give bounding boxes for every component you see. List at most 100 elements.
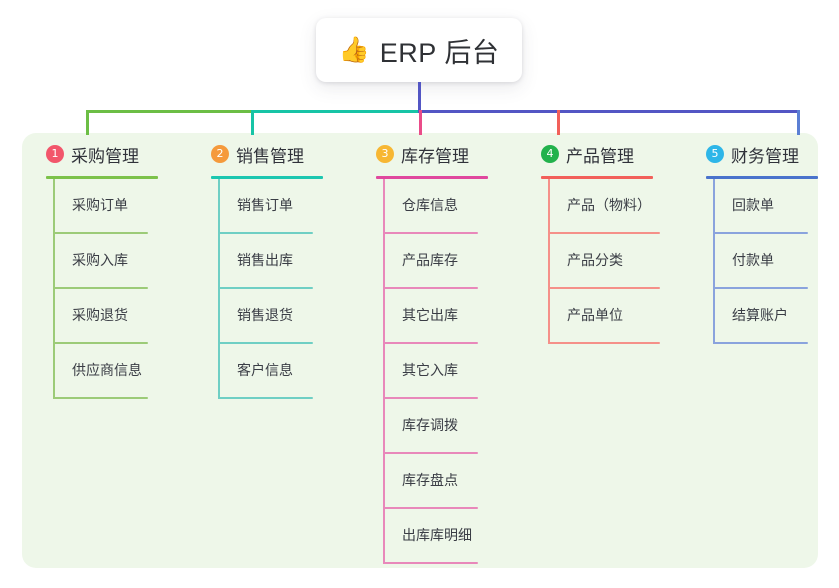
leaf-item[interactable]: 供应商信息 <box>34 344 148 399</box>
branch-item-list: 采购订单采购入库采购退货供应商信息 <box>34 179 148 399</box>
leaf-item[interactable]: 销售退货 <box>199 289 313 344</box>
leaf-item[interactable]: 产品库存 <box>364 234 478 289</box>
leaf-item[interactable]: 产品单位 <box>529 289 660 344</box>
trunk-segment-purple <box>418 110 799 113</box>
branch-item-list: 销售订单销售出库销售退货客户信息 <box>199 179 313 399</box>
branch-column-4: 4 产品管理产品（物料） 产品分类产品单位 <box>529 139 660 344</box>
leaf-item-underline <box>53 397 148 399</box>
leaf-item-underline <box>383 507 478 509</box>
branch-header-row: 4 产品管理 <box>529 139 634 169</box>
leaf-item-underline <box>383 342 478 344</box>
leaf-item-underline <box>548 287 660 289</box>
leaf-item[interactable]: 采购退货 <box>34 289 148 344</box>
leaf-item-label: 产品分类 <box>567 252 623 268</box>
leaf-item-underline <box>218 397 313 399</box>
branch-spine-line <box>383 179 385 564</box>
branch-spine-line <box>53 179 55 399</box>
branch-drop-line-3 <box>419 110 422 135</box>
leaf-item-label: 供应商信息 <box>72 362 142 378</box>
leaf-item-label: 结算账户 <box>732 307 788 323</box>
leaf-item-label: 客户信息 <box>237 362 293 378</box>
leaf-item[interactable]: 库存调拨 <box>364 399 478 454</box>
leaf-item-underline <box>218 287 313 289</box>
leaf-item[interactable]: 仓库信息 <box>364 179 478 234</box>
branch-number-badge: 3 <box>376 145 394 163</box>
leaf-item-label: 采购订单 <box>72 197 128 213</box>
thumbs-up-emoji: 👍 <box>338 35 370 64</box>
leaf-item-label: 出库库明细 <box>402 527 472 543</box>
leaf-item[interactable]: 付款单 <box>694 234 808 289</box>
leaf-item[interactable]: 结算账户 <box>694 289 808 344</box>
leaf-item-underline <box>713 232 808 234</box>
branch-number-badge: 4 <box>541 145 559 163</box>
branch-header-1[interactable]: 1 采购管理 <box>34 139 158 179</box>
leaf-item[interactable]: 销售出库 <box>199 234 313 289</box>
leaf-item[interactable]: 销售订单 <box>199 179 313 234</box>
leaf-item-label: 销售退货 <box>237 307 293 323</box>
leaf-item[interactable]: 采购入库 <box>34 234 148 289</box>
leaf-item-underline <box>53 342 148 344</box>
leaf-item-underline <box>383 562 478 564</box>
leaf-item[interactable]: 其它入库 <box>364 344 478 399</box>
leaf-item-underline <box>548 342 660 344</box>
leaf-item[interactable]: 库存盘点 <box>364 454 478 509</box>
branch-header-label: 库存管理 <box>401 146 469 166</box>
leaf-item-underline <box>53 287 148 289</box>
branch-header-underline <box>46 176 158 179</box>
branch-item-list: 仓库信息产品库存其它出库其它入库库存调拨库存盘点出库库明细 <box>364 179 478 564</box>
leaf-item[interactable]: 回款单 <box>694 179 808 234</box>
branch-header-3[interactable]: 3 库存管理 <box>364 139 488 179</box>
leaf-item-underline <box>383 452 478 454</box>
root-stem-line <box>418 82 421 111</box>
leaf-item-label: 库存盘点 <box>402 472 458 488</box>
branch-number-badge: 5 <box>706 145 724 163</box>
leaf-item-label: 库存调拨 <box>402 417 458 433</box>
leaf-item-label: 产品库存 <box>402 252 458 268</box>
leaf-item-label: 产品单位 <box>567 307 623 323</box>
leaf-item[interactable]: 客户信息 <box>199 344 313 399</box>
leaf-item-label: 采购入库 <box>72 252 128 268</box>
branch-header-row: 3 库存管理 <box>364 139 469 169</box>
branch-item-list: 产品（物料） 产品分类产品单位 <box>529 179 660 344</box>
branch-spine-line <box>713 179 715 344</box>
branch-drop-line-1 <box>86 110 89 135</box>
leaf-item-label: 销售出库 <box>237 252 293 268</box>
leaf-item[interactable]: 产品（物料） <box>529 179 660 234</box>
leaf-item-label: 其它入库 <box>402 362 458 378</box>
branch-drop-line-5 <box>797 110 800 135</box>
branch-header-label: 采购管理 <box>71 146 139 166</box>
branch-header-4[interactable]: 4 产品管理 <box>529 139 653 179</box>
trunk-segment-teal <box>251 110 420 113</box>
root-node[interactable]: 👍 ERP 后台 <box>316 18 522 82</box>
branch-drop-line-4 <box>557 110 560 135</box>
leaf-item-underline <box>218 232 313 234</box>
leaf-item-label: 产品（物料） <box>567 197 651 213</box>
leaf-item[interactable]: 出库库明细 <box>364 509 478 564</box>
leaf-item-underline <box>383 397 478 399</box>
leaf-item[interactable]: 其它出库 <box>364 289 478 344</box>
branch-column-3: 3 库存管理仓库信息产品库存其它出库其它入库库存调拨库存盘点出库库明细 <box>364 139 488 564</box>
branch-header-label: 产品管理 <box>566 146 634 166</box>
trunk-segment-green <box>86 110 252 113</box>
leaf-item-underline <box>713 342 808 344</box>
leaf-item-label: 采购退货 <box>72 307 128 323</box>
leaf-item-label: 其它出库 <box>402 307 458 323</box>
leaf-item-underline <box>713 287 808 289</box>
content-panel <box>22 133 818 568</box>
leaf-item-underline <box>383 287 478 289</box>
leaf-item[interactable]: 采购订单 <box>34 179 148 234</box>
branch-header-underline <box>706 176 818 179</box>
branch-spine-line <box>218 179 220 399</box>
branch-header-underline <box>541 176 653 179</box>
branch-item-list: 回款单付款单结算账户 <box>694 179 808 344</box>
branch-number-badge: 1 <box>46 145 64 163</box>
leaf-item[interactable]: 产品分类 <box>529 234 660 289</box>
leaf-item-underline <box>218 342 313 344</box>
branch-drop-line-2 <box>251 110 254 135</box>
